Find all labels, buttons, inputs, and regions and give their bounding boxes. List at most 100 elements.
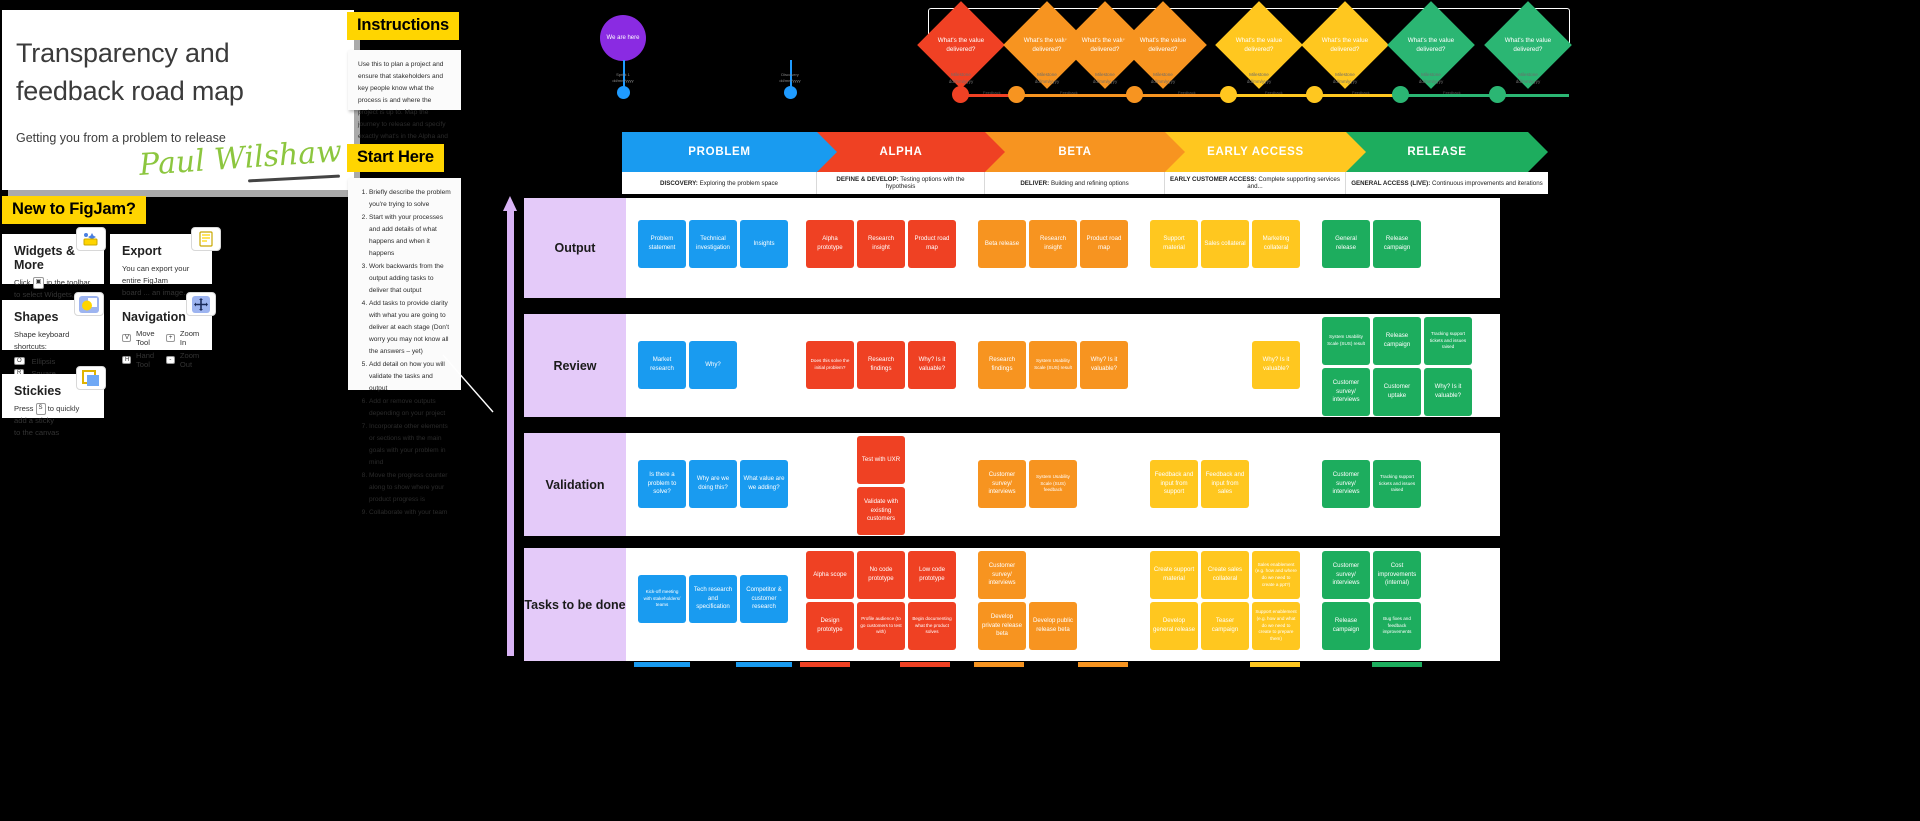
sticky-note[interactable]: Teaser campaign [1201,602,1249,650]
sticky-note[interactable]: Product road map [908,220,956,268]
sticky-note[interactable]: Customer survey/ interviews [1322,368,1370,416]
timeline-dot-6[interactable] [1392,86,1409,103]
sticky-note[interactable]: Support material [1150,220,1198,268]
timeline-dot-4[interactable] [1220,86,1237,103]
sticky-note[interactable]: Develop public release beta [1029,602,1077,650]
sticky-note[interactable]: Sales collateral [1201,220,1249,268]
sticky-note[interactable]: Alpha prototype [806,220,854,268]
phase-problem[interactable]: PROBLEM [622,132,837,172]
sticky-note[interactable]: Customer survey/ interviews [1322,460,1370,508]
export-icon [191,227,221,251]
sticky-note[interactable]: Why? Is it valuable? [1080,341,1128,389]
sticky-note[interactable]: Release campaign [1322,602,1370,650]
card-shapes[interactable]: Shapes Shape keyboard shortcuts: O Ellip… [2,300,104,378]
sticky-note[interactable]: Why? Is it valuable? [1424,368,1472,416]
sticky-note[interactable]: Create support material [1150,551,1198,599]
sticky-note[interactable]: Test with UXR [857,436,905,484]
sticky-note[interactable]: Is there a problem to solve? [638,460,686,508]
sticky-note[interactable]: Sales enablement (e.g. how and where do … [1252,551,1300,599]
sticky-note[interactable]: Develop private release beta [978,602,1026,650]
sticky-note[interactable]: General release [1322,220,1370,268]
sticky-note[interactable]: What value are we adding? [740,460,788,508]
sticky-note[interactable]: Begin documenting what the product solve… [908,602,956,650]
pin-stem [623,60,625,88]
progress-arrow[interactable] [503,196,517,656]
bottom-bar-release [1372,662,1422,667]
sticky-note[interactable]: Competitor & customer research [740,575,788,623]
phase-early-access[interactable]: EARLY ACCESS [1165,132,1366,172]
timeline-segment [1400,94,1497,97]
sticky-note[interactable]: Why? Is it valuable? [908,341,956,389]
sticky-note[interactable]: Cost improvements (internal) [1373,551,1421,599]
feedback-label: Feedback [1352,90,1370,95]
list-item: Add tasks to provide clarity with what y… [369,298,451,358]
sticky-note[interactable]: Research insight [1029,220,1077,268]
navigation-shortcuts: V Move Tool + Zoom In H Hand Tool - Zoom… [122,329,200,369]
sticky-note[interactable]: Develop general release [1150,602,1198,650]
sticky-note[interactable]: Marketing collateral [1252,220,1300,268]
sticky-note[interactable]: Research findings [857,341,905,389]
sticky-note[interactable]: Profile audience (to go customers to tes… [857,602,905,650]
sticky-note[interactable]: Customer survey/ interviews [1322,551,1370,599]
timeline-dot-7[interactable] [1489,86,1506,103]
timeline-dot-2[interactable] [1008,86,1025,103]
sticky-note[interactable]: Why? [689,341,737,389]
pin-dot-discovery[interactable] [784,86,797,99]
shape-label-square: Square [31,369,56,378]
timeline-dot-5[interactable] [1306,86,1323,103]
sticky-note[interactable]: Tracking support tickets and issues rais… [1373,460,1421,508]
bottom-bar-alpha-2 [900,662,950,667]
card-navigation[interactable]: Navigation V Move Tool + Zoom In H Hand … [110,300,212,369]
sticky-note[interactable]: Why are we doing this? [689,460,737,508]
phase-release[interactable]: RELEASE [1346,132,1548,172]
sticky-note[interactable]: Validate with existing customers [857,487,905,535]
sticky-note[interactable]: Why? Is it valuable? [1252,341,1300,389]
timeline-dot-1[interactable] [952,86,969,103]
phase-beta[interactable]: BETA [985,132,1185,172]
sticky-note[interactable]: Tracking support tickets and issues rais… [1424,317,1472,365]
start-here-panel: Briefly describe the problem you're tryi… [348,178,461,516]
list-item: Briefly describe the problem you're tryi… [369,187,451,211]
sticky-note[interactable]: Customer survey/ interviews [978,460,1026,508]
sticky-note[interactable]: Create sales collateral [1201,551,1249,599]
sticky-note[interactable]: No code prototype [857,551,905,599]
timeline-segment [960,94,1018,97]
sticky-note[interactable]: Product road map [1080,220,1128,268]
sticky-note[interactable]: Design prototype [806,602,854,650]
sticky-note[interactable]: Technical investigation [689,220,737,268]
row-notes-validation: Is there a problem to solve?Why are we d… [626,433,1500,536]
phase-description-row: DISCOVERY: Exploring the problem space D… [622,172,1548,194]
sticky-note[interactable]: Tech research and specification [689,575,737,623]
sticky-note[interactable]: Feedback and input from sales [1201,460,1249,508]
sticky-note[interactable]: Alpha scope [806,551,854,599]
phase-alpha[interactable]: ALPHA [817,132,1005,172]
sticky-note[interactable]: Does this solve the initial problem? [806,341,854,389]
sticky-note[interactable]: Insights [740,220,788,268]
sticky-note[interactable]: Customer uptake [1373,368,1421,416]
sticky-note[interactable]: Research findings [978,341,1026,389]
we-are-here-marker[interactable]: We are here [600,15,646,61]
sticky-note[interactable]: Low code prototype [908,551,956,599]
sticky-note[interactable]: Research insight [857,220,905,268]
sticky-note[interactable]: System Usability Scale (SUS) result [1029,341,1077,389]
sticky-note[interactable]: Bug fixes and feedback improvements [1373,602,1421,650]
sticky-note[interactable]: System Usability Scale (SUS) result [1322,317,1370,365]
sticky-note[interactable]: Release campaign [1373,220,1421,268]
sticky-note[interactable]: Release campaign [1373,317,1421,365]
sticky-note[interactable]: Kick-off meeting with stakeholders/ team… [638,575,686,623]
timeline-dot-3[interactable] [1126,86,1143,103]
sticky-note[interactable]: System Usability Scale (SUS) feedback [1029,460,1077,508]
sticky-note[interactable]: Market research [638,341,686,389]
sticky-note[interactable]: Customer survey/ interviews [978,551,1026,599]
sticky-note[interactable]: Support enablement (e.g. how and what do… [1252,602,1300,650]
pin-dot-sprint[interactable] [617,86,630,99]
sticky-note[interactable]: Beta release [978,220,1026,268]
card-stickies[interactable]: Stickies Press S to quickly add a sticky… [2,374,104,437]
sticky-note[interactable]: Problem statement [638,220,686,268]
sticky-note[interactable]: Feedback and input from support [1150,460,1198,508]
